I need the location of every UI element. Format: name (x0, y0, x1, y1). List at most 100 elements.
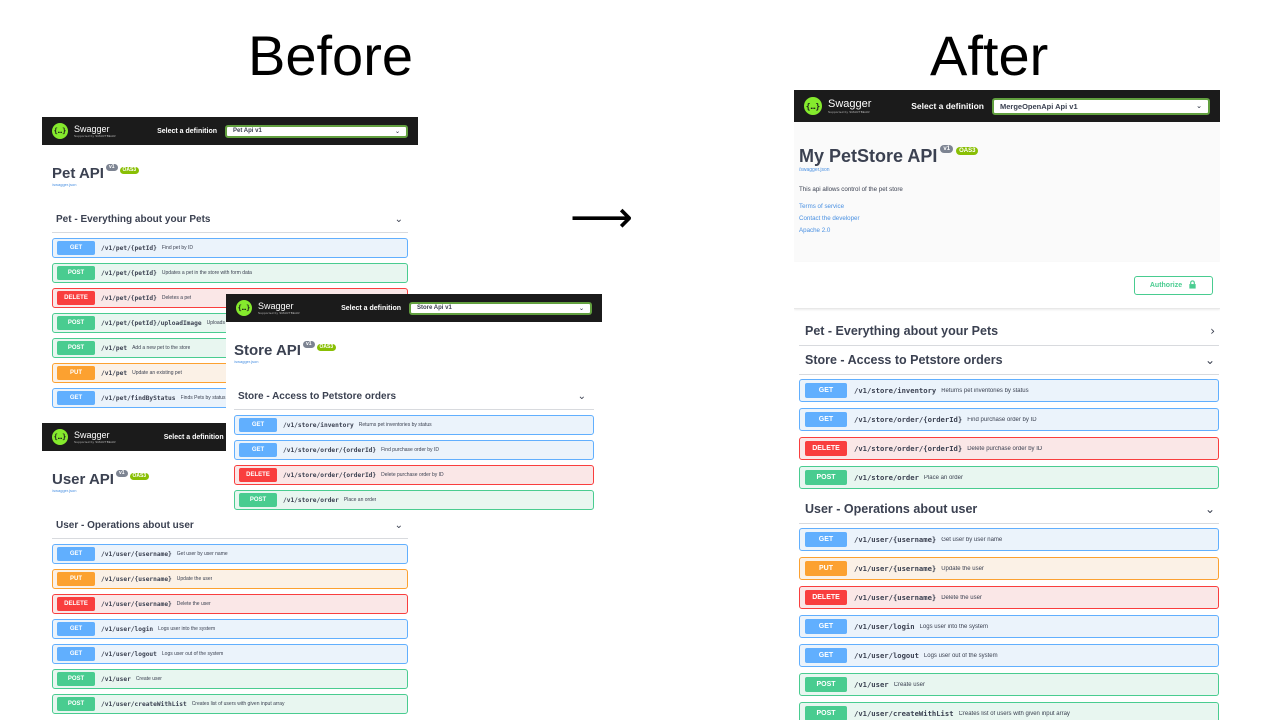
method-badge: GET (805, 412, 847, 427)
operation-get[interactable]: GET/v1/user/{username}Get user by user n… (799, 528, 1219, 551)
method-badge: PUT (57, 366, 95, 380)
section-header[interactable]: Pet - Everything about your Pets› (799, 317, 1219, 346)
swagger-json-link[interactable]: /swagger.json (52, 182, 77, 187)
operation-summary: Update an existing pet (132, 370, 182, 376)
chevron-down-icon: ⌄ (1204, 353, 1215, 367)
right-arrow-icon: ⟶ (570, 192, 634, 243)
operation-path: /v1/pet/{petId} (101, 269, 157, 277)
operation-path: /v1/user/login (101, 625, 154, 633)
operation-delete[interactable]: DELETE/v1/user/{username}Delete the user (799, 586, 1219, 609)
method-badge: POST (805, 677, 847, 692)
definition-select[interactable]: Store Api v1⌄ (409, 301, 592, 315)
chevron-down-icon: ⌄ (1204, 502, 1215, 516)
operation-summary: Logs user into the system (919, 623, 988, 630)
definition-select[interactable]: Pet Api v1⌄ (225, 124, 408, 138)
method-badge: POST (57, 672, 95, 686)
operation-put[interactable]: PUT/v1/user/{username}Update the user (799, 557, 1219, 580)
method-badge: DELETE (805, 590, 847, 605)
operation-summary: Delete purchase order by ID (381, 472, 444, 478)
section-header[interactable]: User - Operations about user ⌄ (799, 495, 1219, 524)
section-header-user[interactable]: User - Operations about user⌄ (52, 513, 408, 539)
swagger-json-link[interactable]: /swagger.json (52, 488, 77, 493)
version-badge: v1 (940, 145, 954, 153)
contact-link[interactable]: Contact the developer (799, 215, 860, 222)
method-badge: GET (57, 622, 95, 636)
section-header-pet[interactable]: Pet - Everything about your Pets ⌄ (52, 207, 408, 233)
operation-summary: Delete purchase order by ID (967, 445, 1043, 452)
terms-link[interactable]: Terms of service (799, 203, 845, 210)
operation-delete[interactable]: DELETE/v1/user/{username}Delete the user (52, 594, 408, 614)
chevron-down-icon: ⌄ (1196, 102, 1202, 110)
method-badge: GET (805, 648, 847, 663)
operation-delete[interactable]: DELETE/v1/store/order/{orderId}Delete pu… (799, 437, 1219, 460)
operation-get[interactable]: GET/v1/store/order/{orderId}Find purchas… (799, 408, 1219, 431)
after-heading: After (930, 24, 1049, 87)
operation-path: /v1/user (854, 680, 889, 689)
version-badge: v1 (105, 164, 118, 171)
method-badge: POST (239, 493, 277, 507)
operation-post[interactable]: POST/v1/user Create user (52, 669, 408, 689)
operation-summary: Creates list of users with given input a… (958, 710, 1070, 717)
operation-get[interactable]: GET/v1/user/{username}Get user by user n… (52, 544, 408, 564)
operation-path: /v1/store/order/{orderId} (854, 444, 963, 453)
operation-post[interactable]: POST/v1/pet/{petId}Updates a pet in the … (52, 263, 408, 283)
operation-summary: Creates list of users with given input a… (191, 701, 285, 707)
operation-get[interactable]: GET/v1/store/order/{orderId}Find purchas… (234, 440, 594, 460)
operation-path: /v1/user (101, 675, 131, 683)
version-badge: v1 (302, 341, 315, 348)
authorize-button[interactable]: Authorize (1134, 275, 1213, 295)
operation-path: /v1/user/createWithList (101, 700, 187, 708)
method-badge: GET (57, 647, 95, 661)
swagger-logo-icon: {…} (52, 429, 68, 445)
swagger-json-link[interactable]: /swagger.json (234, 359, 259, 364)
api-description: This api allows control of the pet store (799, 186, 903, 193)
definition-select[interactable]: MergeOpenApi Api v1⌄ (992, 97, 1210, 115)
swagger-json-link[interactable]: /swagger.json (799, 167, 830, 173)
operation-delete[interactable]: DELETE/v1/store/order/{orderId}Delete pu… (234, 465, 594, 485)
section-title: Store - Access to Petstore orders (238, 391, 397, 402)
chevron-down-icon: ⌄ (577, 391, 586, 402)
operation-get[interactable]: GET/v1/pet/{petId}Find pet by ID (52, 238, 408, 258)
chevron-down-icon: ⌄ (394, 214, 403, 225)
operation-summary: Returns pet inventories by status (941, 387, 1029, 394)
authorize-label: Authorize (1149, 281, 1183, 289)
method-badge: POST (57, 341, 95, 355)
method-badge: DELETE (57, 597, 95, 611)
operation-put[interactable]: PUT/v1/user/{username}Update the user (52, 569, 408, 589)
scheme-container: Authorize (794, 262, 1220, 309)
swagger-logo-icon: {…} (236, 300, 252, 316)
license-link[interactable]: Apache 2.0 (799, 227, 831, 234)
section-title: Pet - Everything about your Pets (56, 214, 211, 225)
operation-summary: Create user (135, 676, 162, 682)
section-title: User - Operations about user (805, 502, 978, 516)
method-badge: GET (57, 391, 95, 405)
operation-summary: Delete the user (941, 594, 982, 601)
operation-path: /v1/pet (101, 369, 128, 377)
operation-summary: Create user (893, 681, 925, 688)
operation-summary: Finds Pets by status (180, 395, 226, 401)
operation-summary: Deletes a pet (161, 295, 192, 301)
section-header[interactable]: Store - Access to Petstore orders⌄ (799, 346, 1219, 375)
operation-post[interactable]: POST/v1/user Create user (799, 673, 1219, 696)
definition-label: Select a definition (911, 101, 984, 111)
section-header-store[interactable]: Store - Access to Petstore orders ⌄ (234, 384, 594, 410)
